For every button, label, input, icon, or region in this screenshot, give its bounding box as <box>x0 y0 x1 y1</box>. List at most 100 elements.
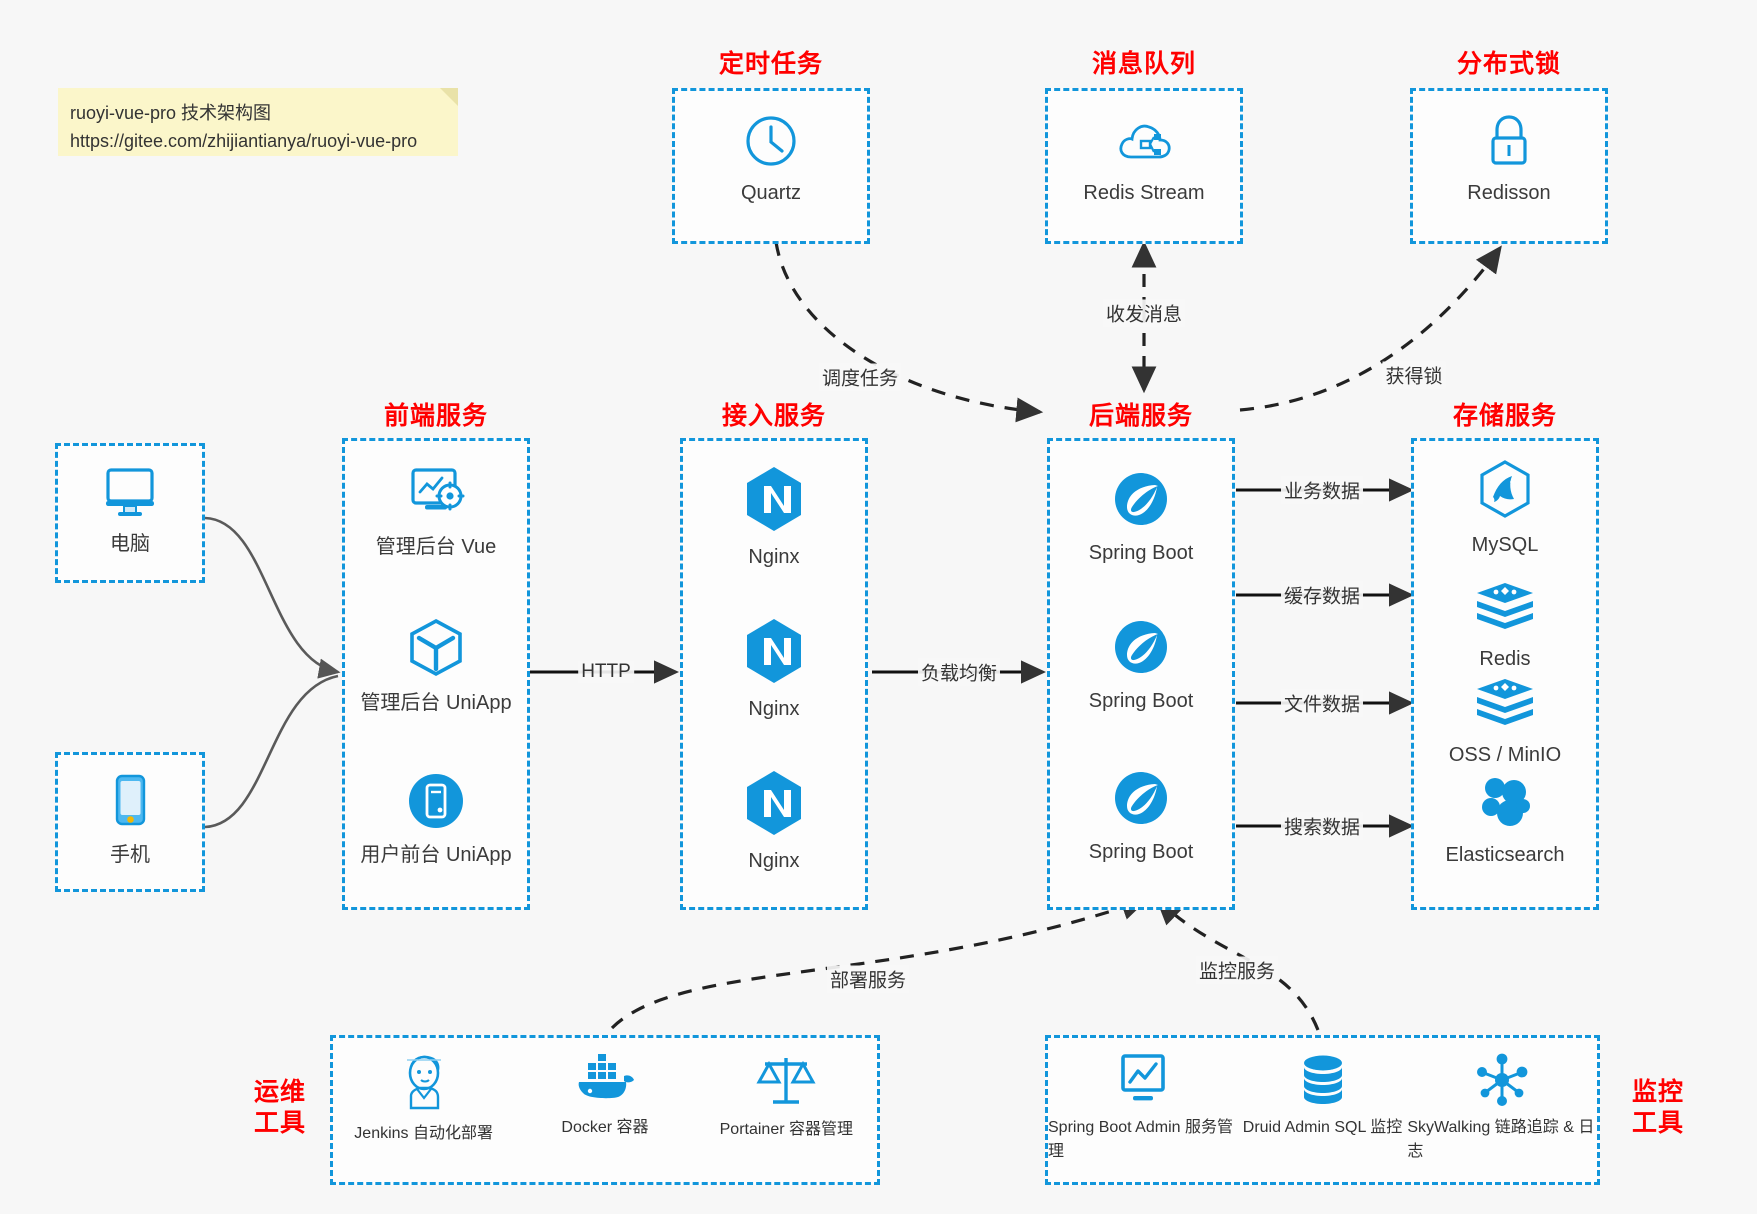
node-redisson[interactable]: Redisson <box>1413 113 1605 207</box>
node-computer[interactable]: 电脑 <box>55 443 205 583</box>
edge-schedule-task <box>774 241 1044 423</box>
nginx-icon <box>743 769 805 842</box>
edge-label-http: HTTP <box>578 661 634 683</box>
node-quartz[interactable]: Quartz <box>675 113 867 207</box>
database-icon <box>1295 1052 1351 1113</box>
node-spring-boot-admin[interactable]: Spring Boot Admin 服务管理 <box>1048 1052 1238 1161</box>
nginx-icon <box>743 465 805 538</box>
node-phone[interactable]: 手机 <box>55 752 205 892</box>
edge-phone-to-frontend <box>204 674 339 829</box>
edge-label-mq: 收发消息 <box>1102 299 1186 327</box>
edge-label-schedule-task: 调度任务 <box>818 363 902 391</box>
node-redis-stream[interactable]: Redis Stream <box>1048 113 1240 207</box>
edge-label-biz-data: 业务数据 <box>1280 476 1364 504</box>
clock-icon <box>743 113 799 174</box>
node-label: 管理后台 UniApp <box>360 692 512 714</box>
desktop-icon <box>99 464 161 525</box>
node-elasticsearch[interactable]: Elasticsearch <box>1414 775 1596 869</box>
network-nodes-icon <box>1473 1052 1531 1113</box>
edge-label-deploy-service: 部署服务 <box>826 965 910 993</box>
node-label: 电脑 <box>110 533 150 555</box>
edge-label-search-data: 搜索数据 <box>1280 812 1364 840</box>
node-spring-boot-2[interactable]: Spring Boot <box>1050 617 1232 715</box>
redis-stack-icon <box>1474 581 1536 640</box>
node-label: Jenkins 自动化部署 <box>354 1125 493 1142</box>
node-label: SkyWalking 链路追踪 & 日志 <box>1407 1119 1595 1160</box>
group-title-backend: 后端服务 <box>1088 402 1193 430</box>
group-box-gateway[interactable]: Nginx Nginx Nginx <box>680 438 868 910</box>
spring-boot-icon <box>1111 469 1171 534</box>
edge-acquire-lock <box>1239 245 1502 412</box>
node-druid-admin[interactable]: Druid Admin SQL 监控 <box>1238 1052 1408 1137</box>
spring-boot-icon <box>1111 617 1171 682</box>
monitor-chart-icon <box>1113 1052 1173 1113</box>
node-label: MySQL <box>1471 534 1539 556</box>
edge-label-monitor-service: 监控服务 <box>1195 956 1279 984</box>
node-docker[interactable]: Docker 容器 <box>525 1052 685 1137</box>
group-box-storage[interactable]: MySQL Redis <box>1411 438 1599 910</box>
group-box-scheduled-task[interactable]: Quartz <box>672 88 870 244</box>
node-nginx-3[interactable]: Nginx <box>683 769 865 875</box>
edge-computer-to-frontend <box>204 516 341 679</box>
group-title-scheduled-task: 定时任务 <box>718 50 823 78</box>
group-box-distributed-lock[interactable]: Redisson <box>1410 88 1608 244</box>
node-label: Spring Boot <box>1088 690 1194 712</box>
node-label: Druid Admin SQL 监控 <box>1242 1119 1403 1136</box>
node-label: Spring Boot <box>1088 542 1194 564</box>
group-box-monitoring[interactable]: Spring Boot Admin 服务管理 Druid Admin SQL 监… <box>1045 1035 1600 1185</box>
node-admin-vue[interactable]: 管理后台 Vue <box>345 465 527 561</box>
edge-label-file-data: 文件数据 <box>1280 689 1364 717</box>
group-box-devops[interactable]: Jenkins 自动化部署 Docker 容器 <box>330 1035 880 1185</box>
spring-boot-icon <box>1111 768 1171 833</box>
node-jenkins[interactable]: Jenkins 自动化部署 <box>344 1052 504 1143</box>
node-oss-minio[interactable]: OSS / MinIO <box>1414 677 1596 769</box>
object-storage-icon <box>1474 677 1536 736</box>
node-label: Nginx <box>748 850 800 872</box>
lock-icon <box>1482 113 1536 174</box>
node-computer-content: 电脑 <box>58 464 202 558</box>
edge-label-load-balance: 负载均衡 <box>917 658 1001 686</box>
node-label: Portainer 容器管理 <box>719 1121 853 1138</box>
node-skywalking[interactable]: SkyWalking 链路追踪 & 日志 <box>1407 1052 1597 1161</box>
note-line-title: ruoyi-vue-pro 技术架构图 <box>70 103 272 123</box>
note-line-url: https://gitee.com/zhijiantianya/ruoyi-vu… <box>70 130 418 151</box>
node-user-uniapp[interactable]: 用户前台 UniApp <box>345 771 527 869</box>
group-title-monitoring: 监控 工具 <box>1631 1078 1684 1138</box>
node-spring-boot-1[interactable]: Spring Boot <box>1050 469 1232 567</box>
smartphone-icon <box>108 773 152 836</box>
node-label: Docker 容器 <box>561 1119 649 1136</box>
node-label: Elasticsearch <box>1445 844 1565 866</box>
node-admin-uniapp[interactable]: 管理后台 UniApp <box>345 617 527 717</box>
group-title-devops: 运维 工具 <box>253 1078 306 1138</box>
scales-icon <box>755 1052 817 1115</box>
group-title-gateway: 接入服务 <box>721 402 826 430</box>
group-box-frontend[interactable]: 管理后台 Vue 管理后台 UniApp <box>342 438 530 910</box>
node-label: Nginx <box>748 546 800 568</box>
mysql-icon <box>1476 459 1534 526</box>
node-redis[interactable]: Redis <box>1414 581 1596 673</box>
edge-label-cache-data: 缓存数据 <box>1280 581 1364 609</box>
edge-deploy-service <box>610 895 1149 1030</box>
node-spring-boot-3[interactable]: Spring Boot <box>1050 768 1232 866</box>
dashboard-settings-icon <box>405 465 467 528</box>
node-label: Spring Boot Admin 服务管理 <box>1048 1119 1233 1160</box>
node-nginx-2[interactable]: Nginx <box>683 617 865 723</box>
group-box-message-queue[interactable]: Redis Stream <box>1045 88 1243 244</box>
group-title-message-queue: 消息队列 <box>1091 50 1196 78</box>
monitoring-items-row: Spring Boot Admin 服务管理 Druid Admin SQL 监… <box>1048 1038 1597 1182</box>
node-label: Nginx <box>748 698 800 720</box>
node-label: OSS / MinIO <box>1448 744 1562 766</box>
node-label: Redis <box>1479 648 1531 670</box>
node-portainer[interactable]: Portainer 容器管理 <box>706 1052 866 1139</box>
docker-icon <box>574 1052 636 1113</box>
node-mysql[interactable]: MySQL <box>1414 459 1596 559</box>
node-nginx-1[interactable]: Nginx <box>683 465 865 571</box>
node-label: Quartz <box>740 182 802 204</box>
note-folded-corner <box>440 88 458 106</box>
nginx-icon <box>743 617 805 690</box>
cube-icon <box>406 617 466 684</box>
group-box-backend[interactable]: Spring Boot Spring Boot Spring Boot <box>1047 438 1235 910</box>
elasticsearch-icon <box>1476 775 1534 836</box>
mobile-app-icon <box>406 771 466 836</box>
